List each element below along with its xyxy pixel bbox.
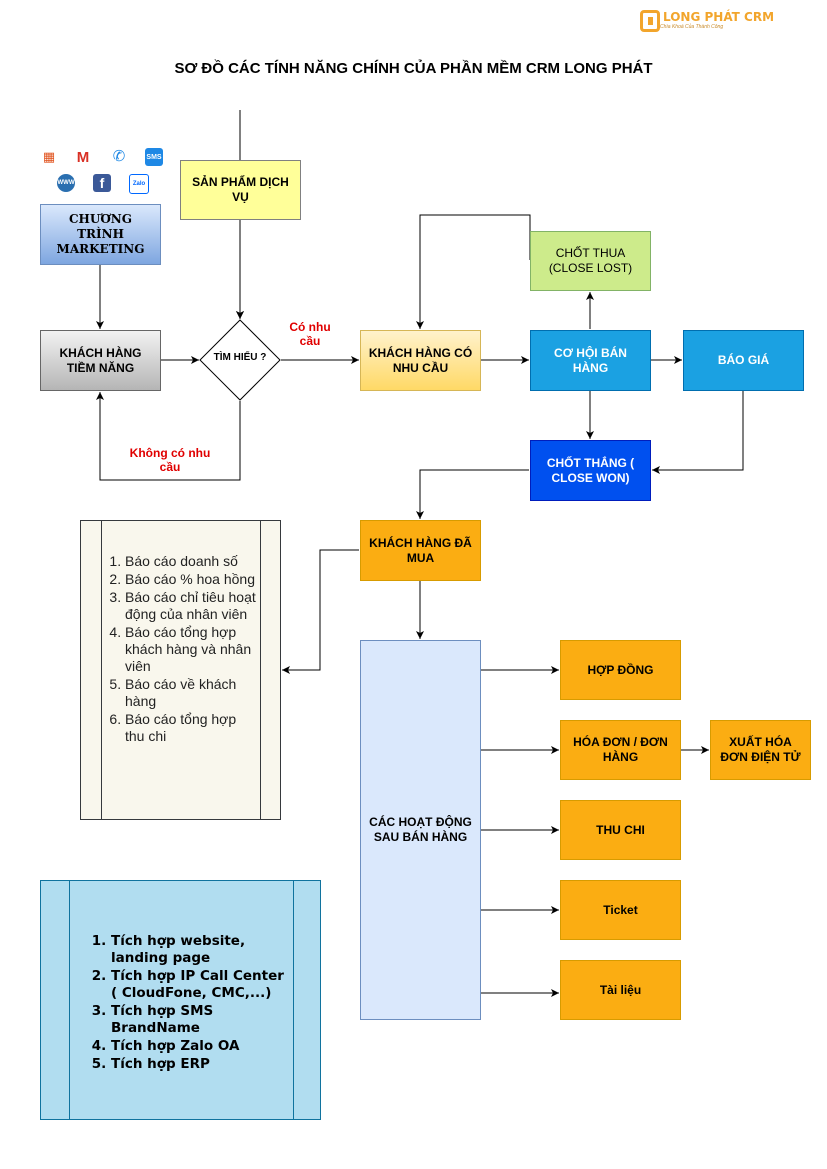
- integrations-panel-divider-left: [69, 881, 70, 1119]
- reports-list: Báo cáo doanh số Báo cáo % hoa hồng Báo …: [103, 553, 259, 745]
- edge-label-has-need: Có nhu cầu: [289, 320, 331, 348]
- integration-item: Tích hợp ERP: [111, 1056, 293, 1073]
- logo-mark-icon: [640, 10, 660, 32]
- node-after-sales[interactable]: CÁC HOẠT ĐỘNG SAU BÁN HÀNG: [360, 640, 481, 1020]
- report-item: Báo cáo tổng hợp thu chi: [125, 711, 259, 745]
- node-contract[interactable]: HỢP ĐỒNG: [560, 640, 681, 700]
- reports-panel: Báo cáo doanh số Báo cáo % hoa hồng Báo …: [80, 520, 281, 820]
- node-documents[interactable]: Tài liệu: [560, 960, 681, 1020]
- node-sales-opportunity[interactable]: CƠ HỘI BÁN HÀNG: [530, 330, 651, 391]
- reports-list-wrap: Báo cáo doanh số Báo cáo % hoa hồng Báo …: [103, 553, 259, 746]
- node-potential-customer[interactable]: KHÁCH HÀNG TIỀM NĂNG: [40, 330, 161, 391]
- zalo-icon: Zalo: [129, 174, 149, 194]
- integration-item: Tích hợp SMS BrandName: [111, 1003, 293, 1037]
- decision-label: TÌM HIỂU ?: [213, 352, 267, 363]
- reports-panel-divider-left: [101, 521, 102, 819]
- integrations-list-wrap: Tích hợp website, landing page Tích hợp …: [71, 933, 293, 1074]
- edge-label-no-need: Không có nhu cầu: [129, 446, 211, 474]
- report-item: Báo cáo doanh số: [125, 553, 259, 570]
- report-item: Báo cáo tổng hợp khách hàng và nhân viên: [125, 624, 259, 675]
- node-cash-flow[interactable]: THU CHI: [560, 800, 681, 860]
- phone-icon: ✆: [112, 148, 126, 165]
- sms-icon: SMS: [145, 148, 163, 166]
- edge-lost-loop: [416, 214, 531, 329]
- node-close-lost[interactable]: CHỐT THUA (CLOSE LOST): [530, 231, 651, 291]
- reports-panel-divider-right: [260, 521, 261, 819]
- integration-item: Tích hợp website, landing page: [111, 933, 293, 967]
- page-title: SƠ ĐỒ CÁC TÍNH NĂNG CHÍNH CỦA PHẦN MỀM C…: [174, 60, 653, 77]
- node-product-service[interactable]: SẢN PHẨM DỊCH VỤ: [180, 160, 301, 220]
- node-bought-customer[interactable]: KHÁCH HÀNG ĐÃ MUA: [360, 520, 481, 581]
- decision-diamond: [199, 319, 281, 401]
- brand-tagline: Chìa Khoá Của Thành Công: [660, 24, 724, 30]
- report-item: Báo cáo về khách hàng: [125, 676, 259, 710]
- integration-item: Tích hợp Zalo OA: [111, 1038, 293, 1055]
- chart-icon: ▦: [42, 149, 56, 164]
- node-ticket[interactable]: Ticket: [560, 880, 681, 940]
- node-close-won[interactable]: CHỐT THẮNG ( CLOSE WON): [530, 440, 651, 501]
- edge-quote-to-won: [652, 391, 744, 474]
- edge-won-to-bought: [416, 469, 529, 519]
- facebook-icon: f: [93, 174, 111, 192]
- brand-name: LONG PHÁT CRM: [663, 10, 775, 24]
- edge-bought-to-reports: [282, 549, 359, 674]
- gmail-icon: M: [76, 148, 90, 166]
- integrations-list: Tích hợp website, landing page Tích hợp …: [71, 933, 293, 1073]
- integrations-panel: Tích hợp website, landing page Tích hợp …: [40, 880, 321, 1120]
- brand-logo: LONG PHÁT CRM Chìa Khoá Của Thành Công: [640, 10, 774, 32]
- report-item: Báo cáo chỉ tiêu hoạt động của nhân viên: [125, 589, 259, 623]
- integrations-panel-divider-right: [293, 881, 294, 1119]
- web-icon: WWW: [57, 174, 75, 192]
- integration-item: Tích hợp IP Call Center ( CloudFone, CMC…: [111, 968, 293, 1002]
- node-quotation[interactable]: BÁO GIÁ: [683, 330, 804, 391]
- edge-no-need-loop: [96, 392, 241, 481]
- node-marketing[interactable]: CHƯƠNG TRÌNH MARKETING: [40, 204, 161, 265]
- report-item: Báo cáo % hoa hồng: [125, 571, 259, 588]
- node-customer-with-need[interactable]: KHÁCH HÀNG CÓ NHU CẦU: [360, 330, 481, 391]
- node-e-invoice[interactable]: XUẤT HÓA ĐƠN ĐIỆN TỬ: [710, 720, 811, 780]
- node-invoice-order[interactable]: HÓA ĐƠN / ĐƠN HÀNG: [560, 720, 681, 780]
